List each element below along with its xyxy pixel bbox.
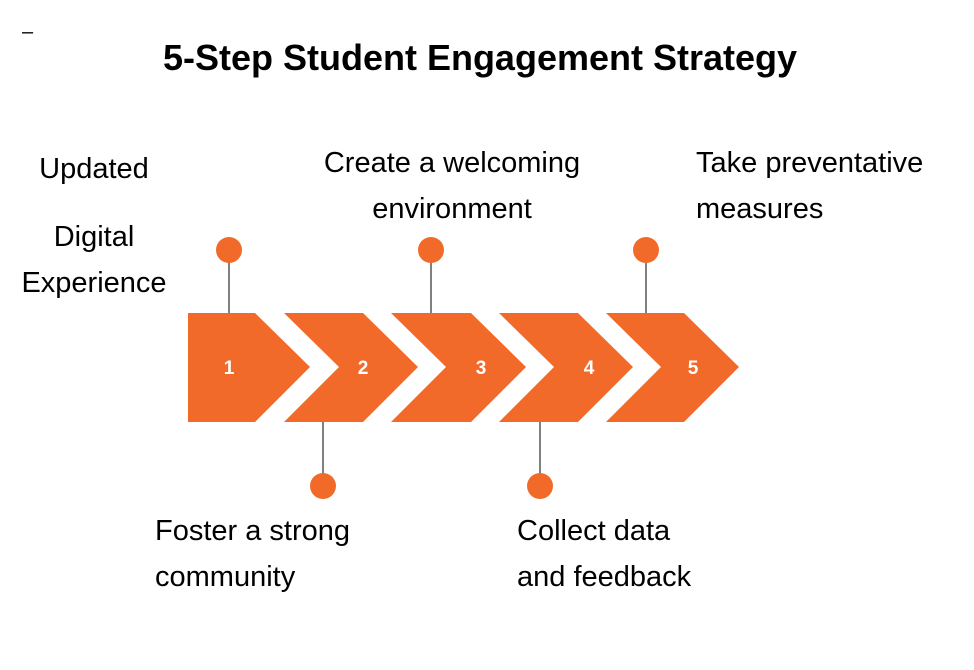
step-4-label-line-2: and feedback (517, 561, 692, 593)
step-2-number: 2 (358, 358, 369, 379)
step-3-label-line-2: environment (372, 193, 532, 225)
dash-mark: – (22, 21, 34, 43)
side-label-line-3: Experience (21, 267, 167, 299)
step-4-marker (527, 473, 553, 499)
step-5-number: 5 (688, 358, 699, 379)
side-label-line-1: Updated (39, 153, 149, 185)
step-4-number: 4 (584, 358, 595, 379)
step-numbers: 1 2 3 4 5 (224, 358, 699, 379)
page-title: 5-Step Student Engagement Strategy (162, 37, 798, 78)
step-1-chevron (188, 313, 310, 422)
step-2-label-line-2: community (155, 561, 296, 593)
step-4-chevron (499, 313, 633, 422)
side-label: Updated (4, 146, 184, 192)
step-2-marker (310, 473, 336, 499)
connectors (216, 237, 659, 499)
step-5-label-line-1: Take preventative (696, 147, 924, 179)
step-2-label: Foster a strong community (155, 508, 415, 600)
step-3-marker (418, 237, 444, 263)
step-2-chevron (284, 313, 418, 422)
step-5-marker (633, 237, 659, 263)
side-label-line-2: Digital (53, 221, 135, 253)
side-label-lower: Digital Experience (4, 214, 184, 306)
step-4-label-line-1: Collect data (517, 515, 671, 547)
step-2-label-line-1: Foster a strong (155, 515, 351, 547)
step-3-number: 3 (476, 358, 487, 379)
step-5-label-line-2: measures (696, 193, 824, 225)
step-1-number: 1 (224, 358, 235, 379)
step-3-label-line-1: Create a welcoming (323, 147, 581, 179)
step-5-label: Take preventative measures (696, 140, 966, 232)
step-1-marker (216, 237, 242, 263)
step-4-label: Collect data and feedback (517, 508, 757, 600)
step-3-chevron (391, 313, 526, 422)
step-3-label: Create a welcoming environment (296, 140, 608, 232)
step-5-chevron (606, 313, 739, 422)
chevrons (188, 313, 739, 422)
